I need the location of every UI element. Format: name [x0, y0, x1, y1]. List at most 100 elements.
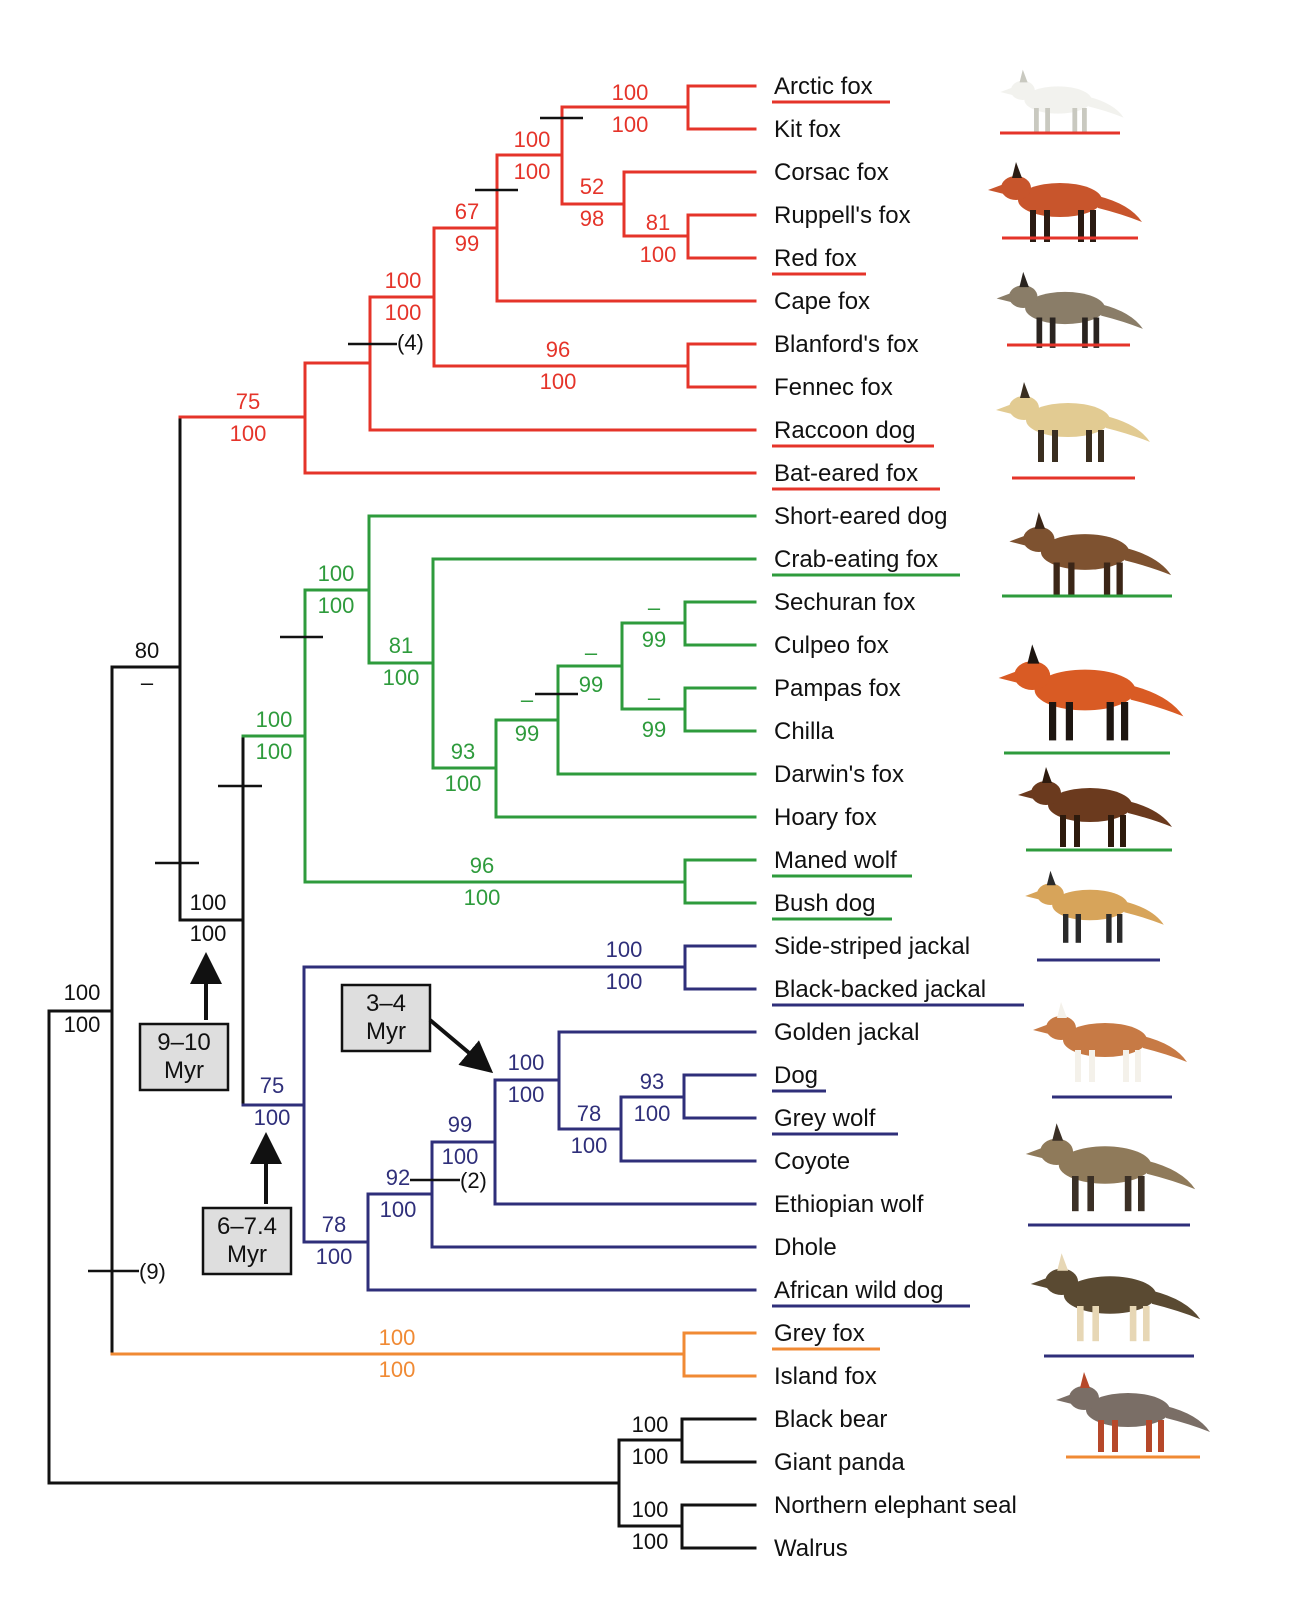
support-upper: – — [585, 640, 598, 665]
support-lower: 99 — [455, 231, 479, 256]
taxon-label: Hoary fox — [774, 804, 877, 831]
support-upper: 75 — [236, 389, 260, 414]
red-fox-illustration — [988, 162, 1142, 242]
taxon-label: Cape fox — [774, 288, 870, 315]
tree-tick-marks — [88, 116, 583, 1273]
support-lower: 100 — [634, 1101, 671, 1126]
support-upper: 100 — [514, 127, 551, 152]
support-lower: – — [141, 670, 154, 695]
support-lower: 100 — [445, 771, 482, 796]
taxon-label: Bush dog — [774, 890, 875, 917]
taxon-label: Walrus — [774, 1535, 848, 1562]
support-lower: 100 — [64, 1012, 101, 1037]
support-upper: 78 — [322, 1212, 346, 1237]
taxon-label: Short-eared dog — [774, 503, 947, 530]
african-wild-dog-illustration — [1030, 1253, 1201, 1358]
arctic-fox-illustration — [999, 69, 1124, 135]
taxon-label: Grey fox — [774, 1320, 865, 1347]
taxon-label: Blanford's fox — [774, 331, 919, 358]
support-upper: 100 — [385, 268, 422, 293]
support-upper: 100 — [606, 937, 643, 962]
taxon-label: Northern elephant seal — [774, 1492, 1017, 1519]
support-upper: 67 — [455, 199, 479, 224]
support-upper: 75 — [260, 1073, 284, 1098]
taxon-label: Kit fox — [774, 116, 841, 143]
indel-count-note: (9) — [139, 1259, 166, 1284]
support-upper: 93 — [640, 1069, 664, 1094]
dog-illustration — [1033, 1002, 1187, 1099]
date-box-unit: Myr — [164, 1057, 204, 1084]
taxon-label: Pampas fox — [774, 675, 901, 702]
support-upper: 100 — [632, 1497, 669, 1522]
taxon-label: Dog — [774, 1062, 818, 1089]
bush-dog-illustration — [1018, 767, 1172, 852]
support-upper: 80 — [135, 638, 159, 663]
taxon-label: Coyote — [774, 1148, 850, 1175]
grey-fox-illustration — [1056, 1372, 1210, 1459]
date-box-range: 9–10 — [157, 1029, 210, 1056]
taxon-label: Island fox — [774, 1363, 877, 1390]
taxon-label: Giant panda — [774, 1449, 905, 1476]
taxon-label: Crab-eating fox — [774, 546, 938, 573]
crab-eating-fox-illustration — [1001, 512, 1172, 598]
support-upper: 100 — [318, 561, 355, 586]
support-lower: 100 — [632, 1529, 669, 1554]
support-upper: 93 — [451, 739, 475, 764]
support-lower: 100 — [514, 159, 551, 184]
support-upper: 81 — [389, 633, 413, 658]
support-lower: 100 — [380, 1197, 417, 1222]
taxon-label: Side-striped jackal — [774, 933, 970, 960]
date-box-range: 3–4 — [366, 990, 406, 1017]
support-upper: 100 — [508, 1050, 545, 1075]
taxon-label: Red fox — [774, 245, 857, 272]
taxon-label: Black-backed jackal — [774, 976, 986, 1003]
date-box-unit: Myr — [227, 1241, 267, 1268]
support-upper: 92 — [386, 1165, 410, 1190]
indel-count-note: (2) — [460, 1168, 487, 1193]
date-box-range: 6–7.4 — [217, 1213, 277, 1240]
support-upper: – — [648, 595, 661, 620]
support-lower: 100 — [612, 112, 649, 137]
support-upper: – — [648, 685, 661, 710]
indel-count-note: (4) — [397, 330, 424, 355]
indel-notes: (4) (2) (9) — [132, 330, 487, 1284]
support-lower: 100 — [508, 1082, 545, 1107]
grey-wolf-illustration — [1025, 1123, 1196, 1227]
support-lower: 100 — [640, 242, 677, 267]
support-lower: 100 — [540, 369, 577, 394]
black-backed-jackal-illustration — [1025, 870, 1164, 962]
taxon-label: Ruppell's fox — [774, 202, 911, 229]
support-upper: 99 — [448, 1112, 472, 1137]
support-lower: 100 — [383, 665, 420, 690]
support-lower: 99 — [579, 672, 603, 697]
support-upper: 81 — [646, 210, 670, 235]
taxon-label: Fennec fox — [774, 374, 893, 401]
support-lower: 100 — [632, 1444, 669, 1469]
support-upper: 100 — [612, 80, 649, 105]
support-lower: 100 — [464, 885, 501, 910]
support-upper: 100 — [632, 1412, 669, 1437]
support-upper: 96 — [546, 337, 570, 362]
support-lower: 100 — [571, 1133, 608, 1158]
support-upper: 100 — [64, 980, 101, 1005]
support-lower: 100 — [254, 1105, 291, 1130]
taxon-label: African wild dog — [774, 1277, 943, 1304]
support-lower: 100 — [442, 1144, 479, 1169]
taxon-label: Golden jackal — [774, 1019, 919, 1046]
taxon-label: Darwin's fox — [774, 761, 904, 788]
taxon-label: Culpeo fox — [774, 632, 889, 659]
animal-illustrations — [988, 69, 1210, 1459]
support-lower: 99 — [515, 721, 539, 746]
taxon-label: Sechuran fox — [774, 589, 915, 616]
divergence-date-box — [138, 1022, 230, 1092]
raccoon-dog-illustration — [996, 271, 1143, 348]
taxon-label: Ethiopian wolf — [774, 1191, 924, 1218]
date-arrow — [428, 1018, 494, 1074]
tree-branches — [47, 84, 757, 1550]
support-lower: 100 — [318, 593, 355, 618]
support-lower: 100 — [606, 969, 643, 994]
support-lower: 100 — [385, 300, 422, 325]
divergence-date-box — [340, 983, 432, 1053]
